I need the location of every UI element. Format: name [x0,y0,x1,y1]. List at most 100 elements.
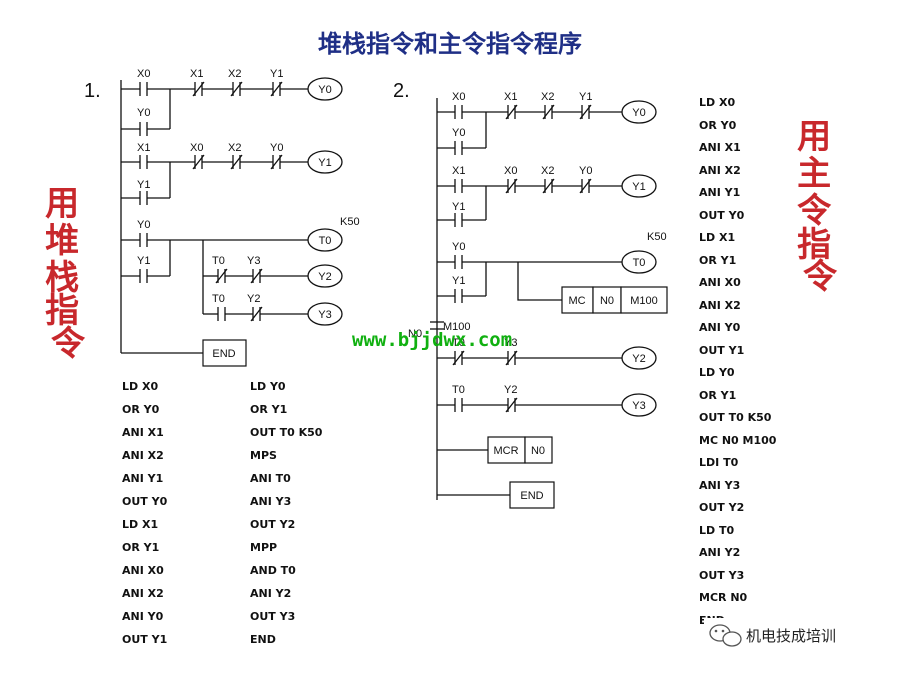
d1-insn-a: ANI Y0 [122,610,164,623]
d1-instruction-list-a: LD X0 OR Y0 ANI X1 ANI X2 ANI Y1 OUT Y0 … [122,380,168,646]
d2-label-r2-x2: X2 [541,165,554,177]
d2-coil-y1 [621,174,657,198]
d1-insn-b: OUT Y2 [250,518,295,531]
d1-label-r2-x1: X1 [137,142,150,154]
d2-insn: OUT Y3 [699,569,744,582]
d2-insn: OUT Y2 [699,501,744,514]
d1-end-label: END [212,348,235,360]
d1-end-rung: END [121,339,247,367]
d1-label-x2: X2 [228,68,241,80]
d2-mc-box: MC N0 M100 [561,286,668,314]
d2-insn: OUT Y0 [699,209,745,222]
d1-insn-b: OUT T0 K50 [250,426,323,439]
d2-insn: OUT T0 K50 [699,411,772,424]
side-label-left: 用 堆 栈 指 令 [45,184,91,364]
d1-label-y1: Y1 [270,68,283,80]
d1-label-k50: K50 [340,216,360,228]
d2-rung-5: Y3 T0 Y2 [437,384,657,417]
d2-insn: OR Y1 [699,254,736,267]
side-right-char: 用 [797,117,831,157]
d1-label-r3-t0a: T0 [212,255,225,267]
d2-label-r4-t0: T0 [452,337,465,349]
d2-insn: ANI X1 [699,141,741,154]
d2-label-r2-x1: X1 [452,165,465,177]
d2-label-n0: N0 [408,328,422,340]
side-right-char: 主 [797,154,831,194]
d2-insn: MC N0 M100 [699,434,777,447]
d2-mc-n0: N0 [600,295,614,307]
d1-label-x1: X1 [190,68,203,80]
d1-insn-b: MPS [250,449,277,462]
d2-label-r5-t0: T0 [452,384,465,396]
d2-label-m100: M100 [443,321,471,333]
d2-insn: ANI Y3 [699,479,740,492]
d2-insn: OUT Y1 [699,344,744,357]
side-right-char: 指 [797,225,831,265]
diagram-1: 1. Y0 X0 X1 X2 Y1 Y0 [84,68,360,646]
d1-coil-y2 [307,264,343,288]
d1-rung-3: T0 K50 Y0 Y1 Y2 Y3 T0 Y3 T0 [121,216,360,326]
d2-label-r2-x0: X0 [504,165,517,177]
d1-label-r2-y1b: Y1 [137,179,150,191]
side-left-char: 令 [51,324,86,364]
d2-insn: LD Y0 [699,366,735,379]
d2-rung-4: Y2 T0 Y3 [437,337,657,370]
d1-coil-y0-label: Y0 [318,84,331,96]
d1-coil-y3-label: Y3 [318,309,331,321]
d1-label-r3-t0b: T0 [212,293,225,305]
brand-name: 机电技成培训 [746,627,836,645]
diagram-1-number: 1. [84,80,101,102]
d2-insn: OR Y0 [699,119,737,132]
d2-insn: ANI X0 [699,276,741,289]
d1-label-r2-x0: X0 [190,142,203,154]
d2-insn: MCR N0 [699,591,748,604]
d1-insn-a: ANI X0 [122,564,164,577]
d1-insn-a: LD X0 [122,380,158,393]
d1-coil-y1 [307,150,343,174]
d1-insn-b: OR Y1 [250,403,287,416]
d2-end-box [509,481,555,509]
d2-insn: ANI Y2 [699,546,740,559]
d1-insn-a: ANI X2 [122,449,164,462]
d1-label-r2-y0: Y0 [270,142,283,154]
d1-coil-y2-label: Y2 [318,271,331,283]
side-right-char: 令 [797,191,832,231]
d2-coil-y0-label: Y0 [632,107,645,119]
d2-end-label: END [520,490,543,502]
d2-label-r2-y0: Y0 [579,165,592,177]
d1-label-r3-y2: Y2 [247,293,260,305]
d1-insn-a: OUT Y1 [122,633,167,646]
d2-coil-y3-label: Y3 [632,400,645,412]
d2-mcr-n0: N0 [531,445,545,457]
d2-insn: OR Y1 [699,389,736,402]
d2-coil-y2-label: Y2 [632,353,645,365]
d2-insn: LD X1 [699,231,735,244]
d2-rung-3: T0 K50 Y0 Y1 MC N0 M100 [437,231,668,314]
d1-insn-a: ANI X1 [122,426,164,439]
d1-insn-b: MPP [250,541,277,554]
d2-insn: LD X0 [699,96,735,109]
d1-coil-t0 [307,228,343,252]
d2-label-x2: X2 [541,91,554,103]
d2-coil-y1-label: Y1 [632,181,645,193]
diagram-2: 2. Y0 X0 X1 X2 Y1 Y0 [393,80,777,627]
d1-insn-b: AND T0 [250,564,296,577]
d1-label-y0b: Y0 [137,107,150,119]
d1-insn-b: OUT Y3 [250,610,295,623]
d1-label-x0: X0 [137,68,150,80]
d2-label-y1: Y1 [579,91,592,103]
side-label-right: 用 主 令 指 令 [797,117,843,297]
d1-label-r2-x2: X2 [228,142,241,154]
d1-coil-y3 [307,302,343,326]
page-title: 堆栈指令和主令指令程序 [318,30,582,58]
d1-insn-b: END [250,633,276,646]
watermark-url: www.bjjdwx.com [352,329,512,351]
d2-insn: ANI X2 [699,299,741,312]
d2-coil-t0 [621,250,657,274]
wechat-icon [709,624,742,647]
d2-insn: ANI Y0 [699,321,741,334]
side-left-char: 栈 [45,258,79,298]
d1-label-r3-y1: Y1 [137,255,150,267]
d1-instruction-list-b: LD Y0 OR Y1 OUT T0 K50 MPS ANI T0 ANI Y3… [250,380,323,646]
